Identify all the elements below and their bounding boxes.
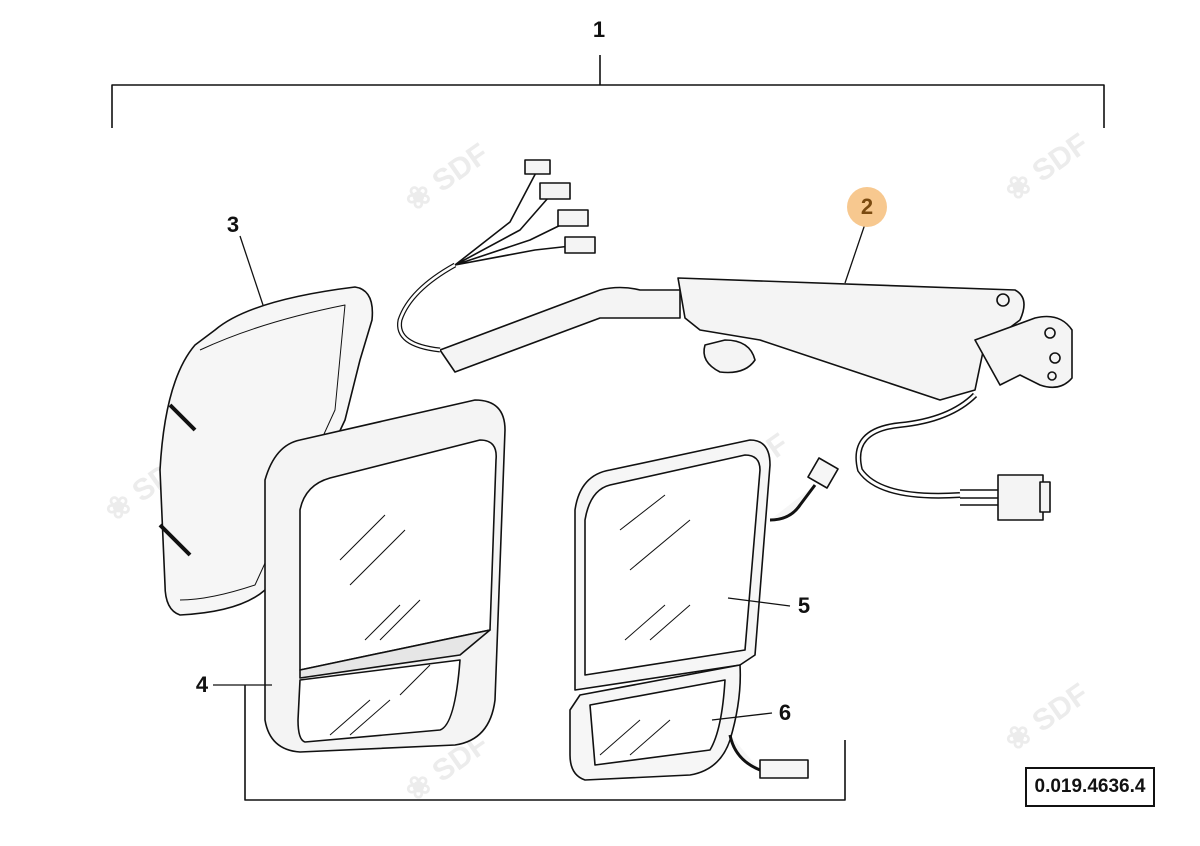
callout-6[interactable]: 6 (778, 700, 792, 725)
callout-2-highlighted[interactable]: 2 (847, 187, 887, 227)
assembly-bracket-1 (111, 55, 1105, 128)
reference-number-box: 0.019.4636.4 (1025, 767, 1155, 807)
callout-1[interactable]: 1 (592, 17, 606, 42)
callout-5[interactable]: 5 (797, 593, 811, 618)
part-2-mirror-arm (397, 159, 1073, 521)
assembly-bracket-4-6 (244, 685, 846, 801)
part-6-lower-mirror-glass (569, 664, 809, 781)
part-4-mirror-head (264, 399, 506, 753)
callout-3[interactable]: 3 (226, 212, 240, 237)
part-3-mirror-cover (158, 286, 374, 616)
leader-lines (213, 223, 866, 721)
part-5-mirror-glass (574, 439, 839, 691)
callout-4[interactable]: 4 (195, 672, 209, 697)
